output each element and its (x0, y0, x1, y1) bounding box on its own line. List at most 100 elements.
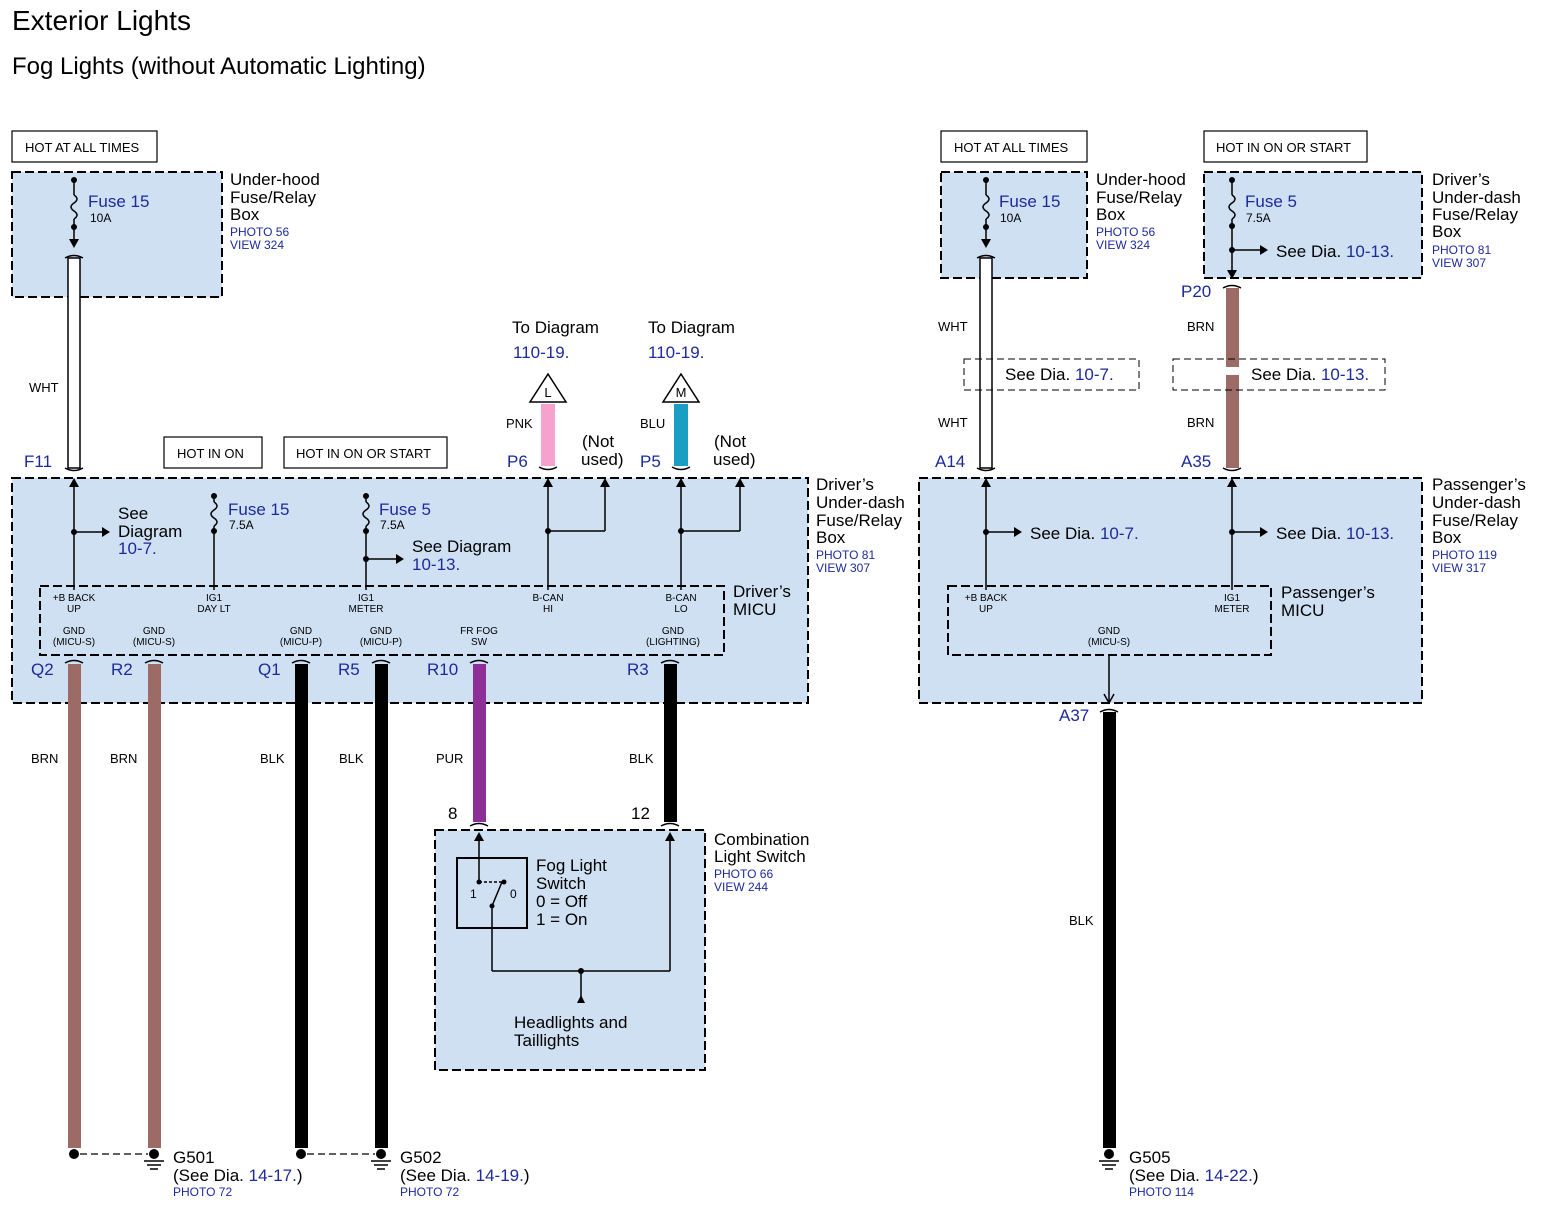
svg-text:L: L (544, 385, 551, 400)
box-name: Fuse/Relay (1432, 511, 1518, 530)
svg-text:GND: GND (143, 626, 165, 637)
ground-name: G502 (400, 1148, 442, 1167)
switch-pos-0: 0 (510, 887, 517, 901)
view-ref[interactable]: VIEW 317 (1432, 561, 1486, 575)
fuse-15-underhood-left (69, 177, 79, 248)
diagram-ref[interactable]: 110-19. (648, 343, 704, 362)
svg-text:SW: SW (471, 637, 488, 648)
view-ref[interactable]: VIEW 324 (1096, 238, 1150, 252)
underhood-box-left (11, 171, 223, 298)
svg-text:Q2: Q2 (31, 660, 54, 679)
svg-text:IG1: IG1 (1224, 593, 1241, 604)
wire-blk-a37 (1099, 708, 1119, 1148)
view-ref[interactable]: VIEW 324 (230, 238, 284, 252)
fuse-amp: 7.5A (229, 518, 254, 532)
box-name: Box (1432, 528, 1462, 547)
pin-f11: F11 (24, 452, 52, 471)
svg-text:B-CAN: B-CAN (665, 593, 696, 604)
hot-tag-in-on: HOT IN ON (163, 436, 263, 469)
wire-pnk (541, 404, 555, 466)
box-name: Box (230, 205, 260, 224)
wire-color: WHT (29, 380, 59, 395)
box-name: Box (816, 528, 846, 547)
switch-name: Combination (714, 830, 809, 849)
not-used-label: used) (581, 450, 624, 469)
svg-text:DAY LT: DAY LT (197, 604, 230, 615)
svg-text:R10: R10 (427, 660, 458, 679)
fuse-amp: 7.5A (1246, 211, 1271, 225)
photo-ref[interactable]: PHOTO 72 (173, 1185, 232, 1199)
wire-brn-a35 (1172, 284, 1386, 472)
fuse-label: Fuse 15 (228, 500, 289, 519)
svg-text:METER: METER (349, 604, 384, 615)
svg-text:UP: UP (979, 604, 993, 615)
wire-color-labels: BRN BRN BLK BLK PUR BLK (31, 751, 654, 766)
photo-ref[interactable]: PHOTO 119 (1432, 548, 1497, 562)
photo-ref[interactable]: PHOTO 72 (400, 1185, 459, 1199)
pin-a35: A35 (1181, 452, 1211, 471)
see-label: See Dia. 10-13. (1276, 242, 1394, 261)
svg-text:(MICU-P): (MICU-P) (360, 637, 402, 648)
svg-text:FR FOG: FR FOG (460, 626, 498, 637)
svg-text:BLK: BLK (629, 751, 654, 766)
box-name: Under-hood (1096, 170, 1186, 189)
svg-text:+B BACK: +B BACK (53, 593, 96, 604)
wire-blu (674, 404, 688, 466)
hot-tag-on-or-start-left: HOT IN ON OR START (283, 436, 448, 469)
internal-wiring-left (69, 478, 745, 590)
view-ref[interactable]: VIEW 307 (816, 561, 870, 575)
svg-text:IG1: IG1 (206, 593, 223, 604)
not-used-label: (Not (582, 432, 614, 451)
headlights-label: Taillights (514, 1031, 579, 1050)
see-label: Diagram (118, 522, 182, 541)
svg-text:GND: GND (1098, 626, 1120, 637)
svg-text:+B BACK: +B BACK (965, 593, 1008, 604)
photo-ref[interactable]: PHOTO 66 (714, 867, 773, 881)
wire-color: BRN (1187, 319, 1214, 334)
box-name: Fuse/Relay (1432, 205, 1518, 224)
svg-text:HOT IN ON OR START: HOT IN ON OR START (1216, 140, 1351, 155)
fog-switch-label: Switch (536, 874, 586, 893)
box-name: Driver’s (816, 475, 874, 494)
to-label: To Diagram (648, 318, 735, 337)
svg-text:HOT IN ON OR START: HOT IN ON OR START (296, 446, 431, 461)
micu-name: Driver’s (733, 582, 791, 601)
svg-text:R3: R3 (627, 660, 649, 679)
photo-ref[interactable]: PHOTO 81 (1432, 243, 1491, 257)
ground-see: (See Dia. 14-17.) (173, 1166, 303, 1185)
diagram-ref[interactable]: 110-19. (513, 343, 569, 362)
fuse-5-right (1227, 177, 1268, 279)
ground-see: (See Dia. 14-22.) (1129, 1166, 1259, 1185)
svg-text:BLK: BLK (339, 751, 364, 766)
wire-wht-a14 (963, 254, 1140, 472)
fog-light-switch-symbol (456, 832, 675, 1003)
fuse-amp: 7.5A (380, 518, 405, 532)
micu-bottom-pins: GND(MICU-S) GND(MICU-S) GND(MICU-P) GND(… (53, 626, 700, 648)
diagram-ref[interactable]: 10-13. (412, 555, 460, 574)
svg-text:PUR: PUR (436, 751, 463, 766)
micu-pin-labels: Q2 R2 Q1 R5 R10 R3 (31, 660, 649, 679)
photo-ref[interactable]: PHOTO 114 (1129, 1185, 1194, 1199)
svg-text:HOT AT ALL TIMES: HOT AT ALL TIMES (25, 140, 139, 155)
view-ref[interactable]: VIEW 307 (1432, 256, 1486, 270)
box-name: Fuse/Relay (816, 511, 902, 530)
svg-text:HOT AT ALL TIMES: HOT AT ALL TIMES (954, 140, 1068, 155)
box-name: Fuse/Relay (230, 188, 316, 207)
view-ref[interactable]: VIEW 244 (714, 880, 768, 894)
headlights-label: Headlights and (514, 1013, 627, 1032)
photo-ref[interactable]: PHOTO 81 (816, 548, 875, 562)
svg-text:(MICU-S): (MICU-S) (1088, 637, 1130, 648)
svg-text:IG1: IG1 (358, 593, 375, 604)
svg-text:GND: GND (662, 626, 684, 637)
ground-g502-symbol (296, 1149, 391, 1170)
photo-ref[interactable]: PHOTO 56 (230, 225, 289, 239)
see-label: See (118, 504, 148, 523)
not-used-label: (Not (714, 432, 746, 451)
passenger-micu (947, 585, 1272, 656)
fuse-label: Fuse 15 (999, 192, 1060, 211)
photo-ref[interactable]: PHOTO 56 (1096, 225, 1155, 239)
box-name: Box (1096, 205, 1126, 224)
diagram-ref[interactable]: 10-7. (118, 539, 157, 558)
wire-wht-f11 (64, 254, 84, 472)
underhood-box-right (940, 171, 1088, 279)
